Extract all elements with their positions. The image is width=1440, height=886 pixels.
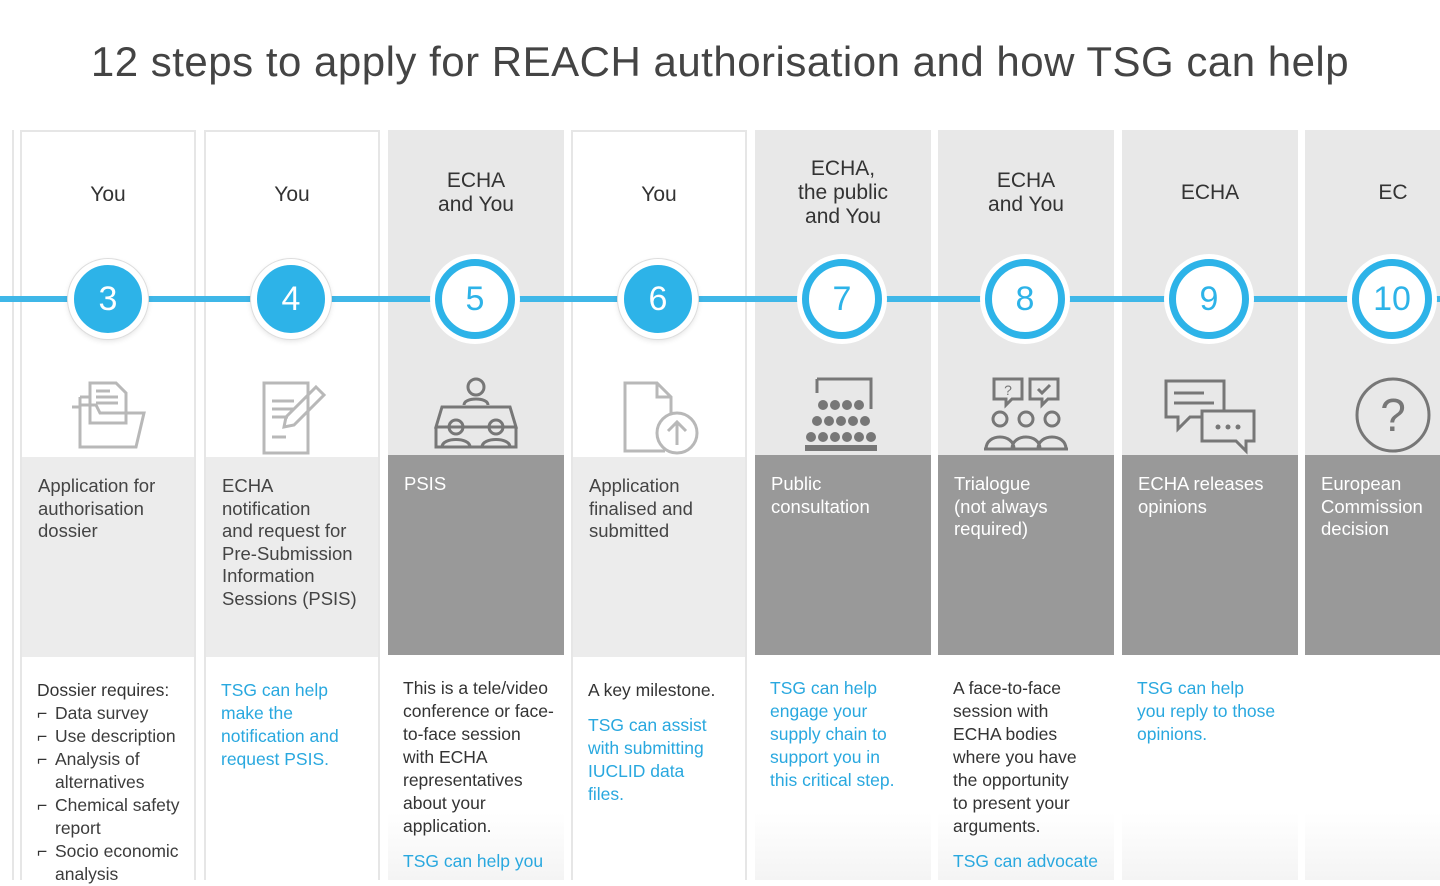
- step-description: TSG can help you reply to those opinions…: [1122, 655, 1298, 880]
- step-column-8: ECHA and You ? Trialogue (not always req…: [938, 130, 1114, 880]
- step-actor: ECHA: [1180, 180, 1240, 204]
- svg-text:?: ?: [1380, 389, 1406, 441]
- step-number-5: 5: [435, 259, 515, 339]
- step-name: Application for authorisation dossier: [22, 457, 194, 657]
- step-actor: ECHA, the public and You: [798, 156, 888, 228]
- step-description: A face-to-face session with ECHA bodies …: [938, 655, 1114, 880]
- step-actor: ECHA and You: [438, 168, 514, 216]
- step-description: This is a tele/video conference or face-…: [388, 655, 564, 880]
- step-column-10: EC ? European Commission decision: [1305, 130, 1440, 880]
- step-column-4: You ECHA notification and request for Pr…: [204, 130, 380, 880]
- step-number-6: 6: [618, 259, 698, 339]
- step-number-8: 8: [985, 259, 1065, 339]
- list-item: Use description: [37, 725, 184, 748]
- step-description: TSG can help make the notification and r…: [206, 657, 378, 880]
- tsg-help-text: TSG can advocate: [953, 851, 1098, 871]
- trialogue-icon: ?: [984, 377, 1068, 451]
- tsg-help-text: TSG can help you: [403, 851, 544, 871]
- step-description: [1305, 655, 1440, 880]
- step-intro: A face-to-face session with ECHA bodies …: [953, 678, 1077, 836]
- page-title: 12 steps to apply for REACH authorisatio…: [90, 38, 1350, 85]
- step-number-3: 3: [68, 259, 148, 339]
- step-actor: You: [641, 182, 677, 206]
- step-description: TSG can help engage your supply chain to…: [755, 655, 931, 880]
- tsg-help-text: TSG can help make the notification and r…: [221, 680, 339, 769]
- step-number-7: 7: [802, 259, 882, 339]
- step-column-5: ECHA and You PSIS This is a tele/video c…: [388, 130, 564, 880]
- step-intro: This is a tele/video conference or face-…: [403, 678, 554, 836]
- step-column-6: You Application finalised and submitted …: [571, 130, 747, 880]
- tsg-help-text: TSG can assist with submitting IUCLID da…: [588, 715, 707, 804]
- step-number-10: 10: [1352, 259, 1432, 339]
- previous-step-column-edge: [0, 130, 14, 880]
- folder-documents-icon: [72, 381, 146, 449]
- step-name: Application finalised and submitted: [573, 457, 745, 657]
- tsg-help-text: TSG can help engage your supply chain to…: [770, 678, 895, 790]
- step-name: ECHA releases opinions: [1122, 455, 1298, 655]
- list-item: Analysis of alternatives: [37, 748, 184, 794]
- audience-icon: [805, 377, 877, 451]
- step-name: Trialogue (not always required): [938, 455, 1114, 655]
- step-actor: ECHA and You: [988, 168, 1064, 216]
- step-actor: You: [274, 182, 310, 206]
- tsg-help-text: TSG can help you reply to those opinions…: [1137, 678, 1276, 744]
- timeline-line: [0, 296, 1440, 302]
- svg-text:?: ?: [1004, 382, 1012, 398]
- step-description: A key milestone. TSG can assist with sub…: [573, 657, 745, 880]
- requirements-list: Data survey Use description Analysis of …: [37, 702, 184, 886]
- step-actor: EC: [1378, 180, 1408, 204]
- step-name: PSIS: [388, 455, 564, 655]
- step-intro: Dossier requires:: [37, 680, 170, 700]
- speech-bubbles-icon: [1164, 379, 1256, 455]
- step-column-7: ECHA, the public and You Public consulta…: [755, 130, 931, 880]
- meeting-icon: [433, 377, 519, 449]
- step-name: ECHA notification and request for Pre-Su…: [206, 457, 378, 657]
- question-icon: ?: [1355, 377, 1431, 453]
- list-item: Data survey: [37, 702, 184, 725]
- list-item: Socio economic analysis: [37, 840, 184, 886]
- step-actor: You: [90, 182, 126, 206]
- step-number-9: 9: [1169, 259, 1249, 339]
- step-column-3: You Application for authorisation dossie…: [20, 130, 196, 884]
- step-name: European Commission decision: [1305, 455, 1440, 655]
- edit-document-icon: [262, 381, 327, 455]
- list-item: Chemical safety report: [37, 794, 184, 840]
- step-column-9: ECHA ECHA releases opinions TSG can help…: [1122, 130, 1298, 880]
- step-name: Public consultation: [755, 455, 931, 655]
- step-number-4: 4: [251, 259, 331, 339]
- upload-document-icon: [623, 381, 699, 455]
- step-description: Dossier requires: Data survey Use descri…: [22, 657, 194, 884]
- step-intro: A key milestone.: [588, 680, 716, 700]
